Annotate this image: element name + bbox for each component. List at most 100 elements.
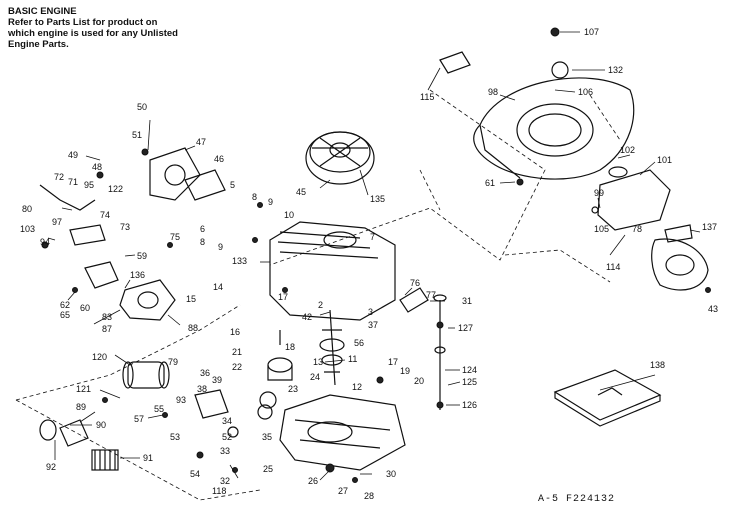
callout-42: 42 [302,312,312,322]
callout-20: 20 [414,376,424,386]
callout-5: 5 [230,180,235,190]
callout-72: 72 [54,172,64,182]
callout-83: 83 [102,312,112,322]
callout-31: 31 [462,296,472,306]
callout-125: 125 [462,377,477,387]
callout-14: 14 [213,282,223,292]
callout-48: 48 [92,162,102,172]
callout-12: 12 [352,382,362,392]
callout-132: 132 [608,65,623,75]
callout-136: 136 [130,270,145,280]
callout-labels: 107 132 106 115 98 102 101 61 99 78 105 … [20,27,718,501]
callout-122: 122 [108,184,123,194]
callout-121: 121 [76,384,91,394]
callout-6: 6 [200,224,205,234]
starter-drive [39,419,119,471]
callout-80: 80 [22,204,32,214]
callout-101: 101 [657,155,672,165]
callout-71: 71 [68,177,78,187]
callout-57: 57 [134,414,144,424]
callout-9: 9 [268,197,273,207]
callout-75: 75 [170,232,180,242]
callout-114: 114 [606,262,620,272]
crankshaft [319,309,345,386]
piston-assembly [267,330,293,381]
callout-39: 39 [212,375,222,385]
diagram-note-line-3: Engine Parts. [8,39,69,50]
callout-15: 15 [186,294,196,304]
callout-135: 135 [370,194,385,204]
callout-38: 38 [197,384,207,394]
callout-25: 25 [263,464,273,474]
callout-33: 33 [220,446,230,456]
callout-106: 106 [578,87,593,97]
diagram-title: BASIC ENGINE [8,6,77,17]
starter-motor [122,361,170,389]
callout-54: 54 [190,469,200,479]
diagram-note-line-1: Refer to Parts List for product on [8,17,158,28]
flywheel-screen [305,131,375,185]
callout-120: 120 [92,352,107,362]
callout-52: 52 [222,432,232,442]
callout-65: 65 [60,310,70,320]
callout-95: 95 [84,180,94,190]
callout-102: 102 [620,145,635,155]
callout-7: 7 [370,232,375,242]
callout-107: 107 [584,27,599,37]
callout-8: 8 [252,192,257,202]
air-cleaner [149,147,226,201]
assembly-boundary-lines [15,89,621,501]
callout-30: 30 [386,469,396,479]
callout-118: 118 [212,486,226,496]
leader-lines [47,31,701,481]
callout-115: 115 [420,92,434,102]
callout-22: 22 [232,362,242,372]
callout-17b: 17 [388,357,398,367]
callout-24: 24 [310,372,320,382]
callout-43: 43 [708,304,718,314]
callout-97: 97 [52,217,62,227]
callout-18: 18 [285,342,295,352]
blower-housing [473,77,635,180]
callout-21: 21 [232,347,242,357]
callout-50: 50 [137,102,147,112]
callout-74: 74 [100,210,110,220]
callout-8b: 8 [200,237,205,247]
callout-23: 23 [288,384,298,394]
small-hardware [72,27,711,483]
dipstick-tube [433,294,447,410]
callout-62: 62 [60,300,70,310]
callout-90: 90 [96,420,106,430]
callout-51: 51 [132,130,142,140]
callout-60: 60 [80,303,90,313]
callout-88: 88 [188,323,198,333]
callout-17: 17 [278,292,288,302]
callout-27: 27 [338,486,348,496]
callout-49: 49 [68,150,78,160]
callout-89: 89 [76,402,86,412]
callout-87: 87 [102,324,112,334]
callout-34: 34 [222,416,232,426]
cylinder-block [269,221,396,321]
callout-126: 126 [462,400,477,410]
callout-36: 36 [200,368,210,378]
callout-92: 92 [46,462,56,472]
callout-77: 77 [426,290,436,300]
callout-138: 138 [650,360,665,370]
crankcase-base [279,394,406,471]
callout-137: 137 [702,222,717,232]
callout-91: 91 [143,453,153,463]
callout-10: 10 [284,210,294,220]
callout-47: 47 [196,137,206,147]
diagram-note-line-2: which engine is used for any Unlisted [8,28,178,39]
callout-76: 76 [410,278,420,288]
callout-103: 103 [20,224,35,234]
callout-53: 53 [170,432,180,442]
callout-11: 11 [348,354,357,364]
callout-133: 133 [232,256,247,266]
callout-61: 61 [485,178,495,188]
callout-45: 45 [296,187,306,197]
callout-124: 124 [462,365,477,375]
callout-28: 28 [364,491,374,501]
